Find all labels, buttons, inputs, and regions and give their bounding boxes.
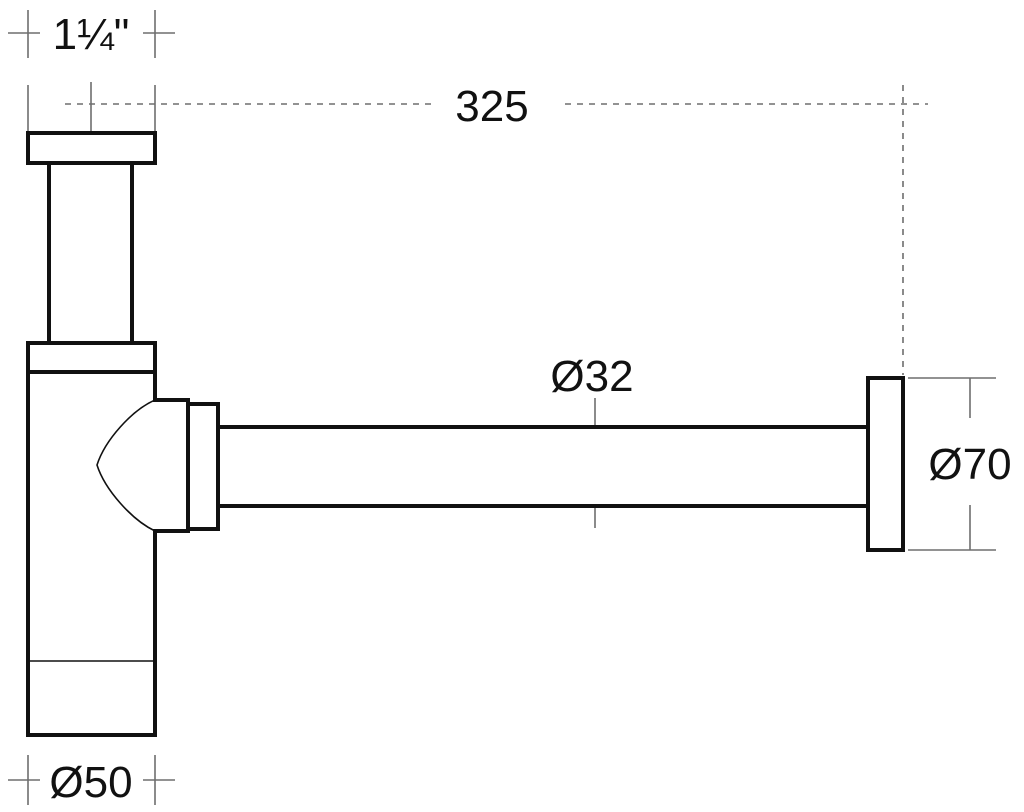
pipe-diameter-label: Ø32 bbox=[550, 352, 633, 401]
body-diameter-label: Ø50 bbox=[49, 758, 132, 807]
inlet-thread-dimension: 1¼" bbox=[8, 10, 175, 59]
body-diameter-dimension: Ø50 bbox=[8, 755, 175, 807]
inlet-tube bbox=[47, 161, 134, 345]
pipe-diameter-dimension: Ø32 bbox=[550, 352, 634, 528]
projection-dimension: 325 bbox=[27, 82, 928, 375]
trap-body bbox=[26, 341, 190, 737]
flange-diameter-dimension: Ø70 bbox=[908, 377, 1012, 551]
inlet-cap bbox=[26, 131, 157, 165]
inlet-thread-label: 1¼" bbox=[53, 10, 130, 59]
junction-curve bbox=[96, 399, 156, 532]
wall-flange bbox=[866, 376, 905, 552]
projection-label: 325 bbox=[455, 82, 528, 131]
flange-diameter-label: Ø70 bbox=[928, 440, 1011, 489]
branch-nut bbox=[186, 402, 220, 531]
trap-outline bbox=[26, 131, 905, 737]
